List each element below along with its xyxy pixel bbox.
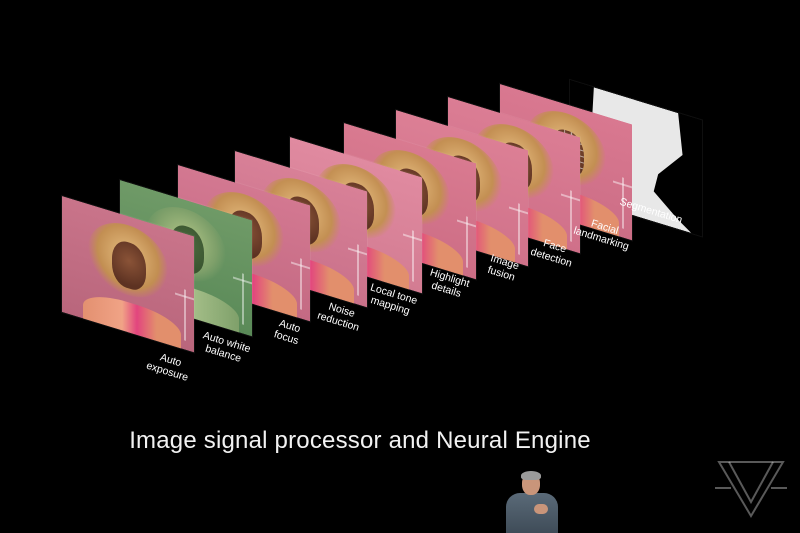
slide-headline: Image signal processor and Neural Engine xyxy=(129,427,591,454)
the-verge-logo xyxy=(715,461,787,518)
presenter xyxy=(500,470,564,533)
